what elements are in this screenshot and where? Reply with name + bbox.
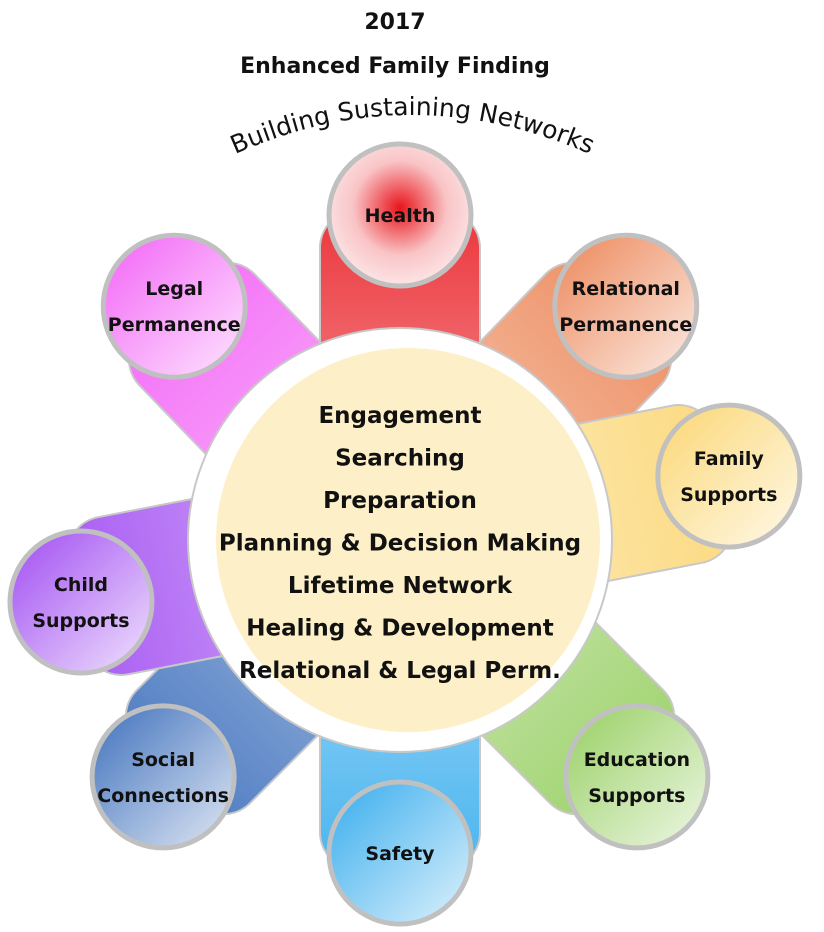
spoke-label-child-supports-1: Supports [32, 610, 129, 632]
spoke-node-health: Health [326, 141, 474, 289]
spoke-circle-family-supports [655, 402, 803, 550]
spoke-label-social-connections-1: Connections [97, 785, 229, 807]
hub-item: Healing & Development [246, 616, 553, 642]
hub-item: Searching [335, 446, 465, 472]
hub-item: Planning & Decision Making [219, 531, 581, 557]
spoke-label-legal-permanence-0: Legal [145, 278, 203, 300]
spoke-label-family-supports-1: Supports [680, 484, 777, 506]
spoke-label-relational-permanence-0: Relational [572, 278, 680, 300]
spoke-node-safety: Safety [326, 779, 474, 927]
spoke-circle-education-supports [563, 703, 711, 851]
spoke-label-child-supports-0: Child [54, 574, 108, 596]
spoke-label-health-0: Health [365, 205, 436, 227]
spoke-circle-child-supports [7, 528, 155, 676]
spoke-circle-legal-permanence [100, 232, 248, 380]
spoke-nodes: HealthRelationalPermanenceFamilySupports… [7, 141, 803, 927]
hub-inner-circle [216, 348, 600, 732]
hub-item: Lifetime Network [288, 573, 513, 599]
spoke-label-education-supports-0: Education [584, 749, 690, 771]
hub-item: Preparation [323, 488, 477, 514]
spoke-circle-safety [326, 779, 474, 927]
page-title: Enhanced Family Finding [240, 54, 550, 79]
spoke-circle-health [326, 141, 474, 289]
hub-item: Relational & Legal Perm. [239, 658, 561, 684]
title-year: 2017 [364, 10, 426, 35]
spoke-label-safety-0: Safety [365, 843, 435, 865]
spoke-label-social-connections-0: Social [131, 749, 195, 771]
spoke-label-legal-permanence-1: Permanence [108, 314, 241, 336]
hub-item: Engagement [318, 403, 481, 429]
spoke-label-family-supports-0: Family [694, 448, 765, 470]
spoke-label-education-supports-1: Supports [588, 785, 685, 807]
spoke-circle-social-connections [89, 703, 237, 851]
spoke-circle-relational-permanence [552, 232, 700, 380]
spoke-label-relational-permanence-1: Permanence [559, 314, 692, 336]
